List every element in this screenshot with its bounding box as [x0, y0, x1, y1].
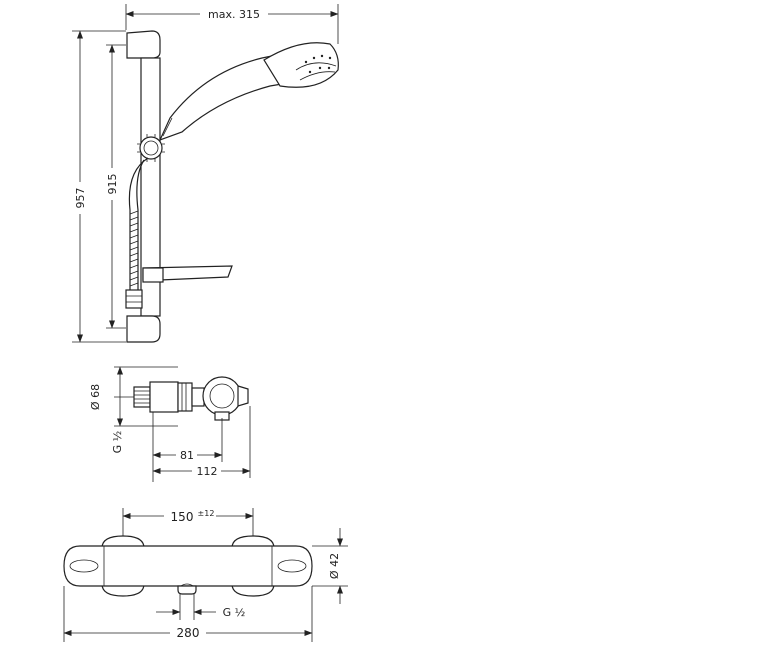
dimension-915: 915: [104, 44, 126, 329]
wall-connector: [133, 386, 151, 408]
eccentric-body: [149, 381, 179, 413]
label-tolerance: ±12: [198, 509, 215, 518]
label-diameter-68: Ø 68: [89, 384, 102, 410]
dimension-max-315: max. 315: [125, 4, 339, 44]
label-280: 280: [177, 626, 200, 640]
label-150: 150: [171, 510, 194, 524]
label-112: 112: [197, 465, 218, 478]
label-915: 915: [106, 174, 119, 195]
valve-neck: [191, 387, 205, 407]
label-max-315: max. 315: [208, 8, 260, 21]
slider-knob: [137, 134, 165, 162]
dimension-diameter-42: Ø 42: [312, 528, 348, 604]
right-handle-mark: [277, 559, 307, 573]
shower-hose: [125, 157, 149, 309]
dimension-280: 280: [63, 586, 313, 642]
thermostat-body: [63, 545, 313, 587]
label-81: 81: [180, 449, 194, 462]
hand-shower: [158, 42, 339, 142]
dimension-diameter-68: Ø 68: [88, 366, 178, 427]
soap-dish-holder: [142, 267, 164, 283]
thermostat-side-view: Ø 68 G ½ 81 112: [88, 366, 251, 482]
dimension-thread-bottom: G ½: [156, 594, 245, 620]
left-handle-mark: [69, 559, 99, 573]
dimension-thread-left: G ½: [111, 396, 134, 454]
dimension-112: 112: [152, 406, 251, 478]
nut-flange: [177, 382, 193, 412]
shower-set-view: max. 315 957 915: [72, 4, 339, 343]
label-957: 957: [74, 188, 87, 209]
top-wall-bracket: [126, 30, 161, 59]
label-thread-bottom: G ½: [223, 606, 246, 619]
valve-housing: [202, 376, 249, 421]
bottom-wall-bracket: [126, 315, 161, 343]
label-thread-left: G ½: [111, 431, 124, 454]
dimension-957: 957: [72, 30, 126, 343]
outlet-nipple: [177, 585, 197, 595]
label-diameter-42: Ø 42: [328, 553, 341, 579]
thermostat-front-view: 150 ±12 Ø 42 G ½: [63, 508, 348, 642]
dimension-150: 150 ±12: [122, 508, 254, 540]
